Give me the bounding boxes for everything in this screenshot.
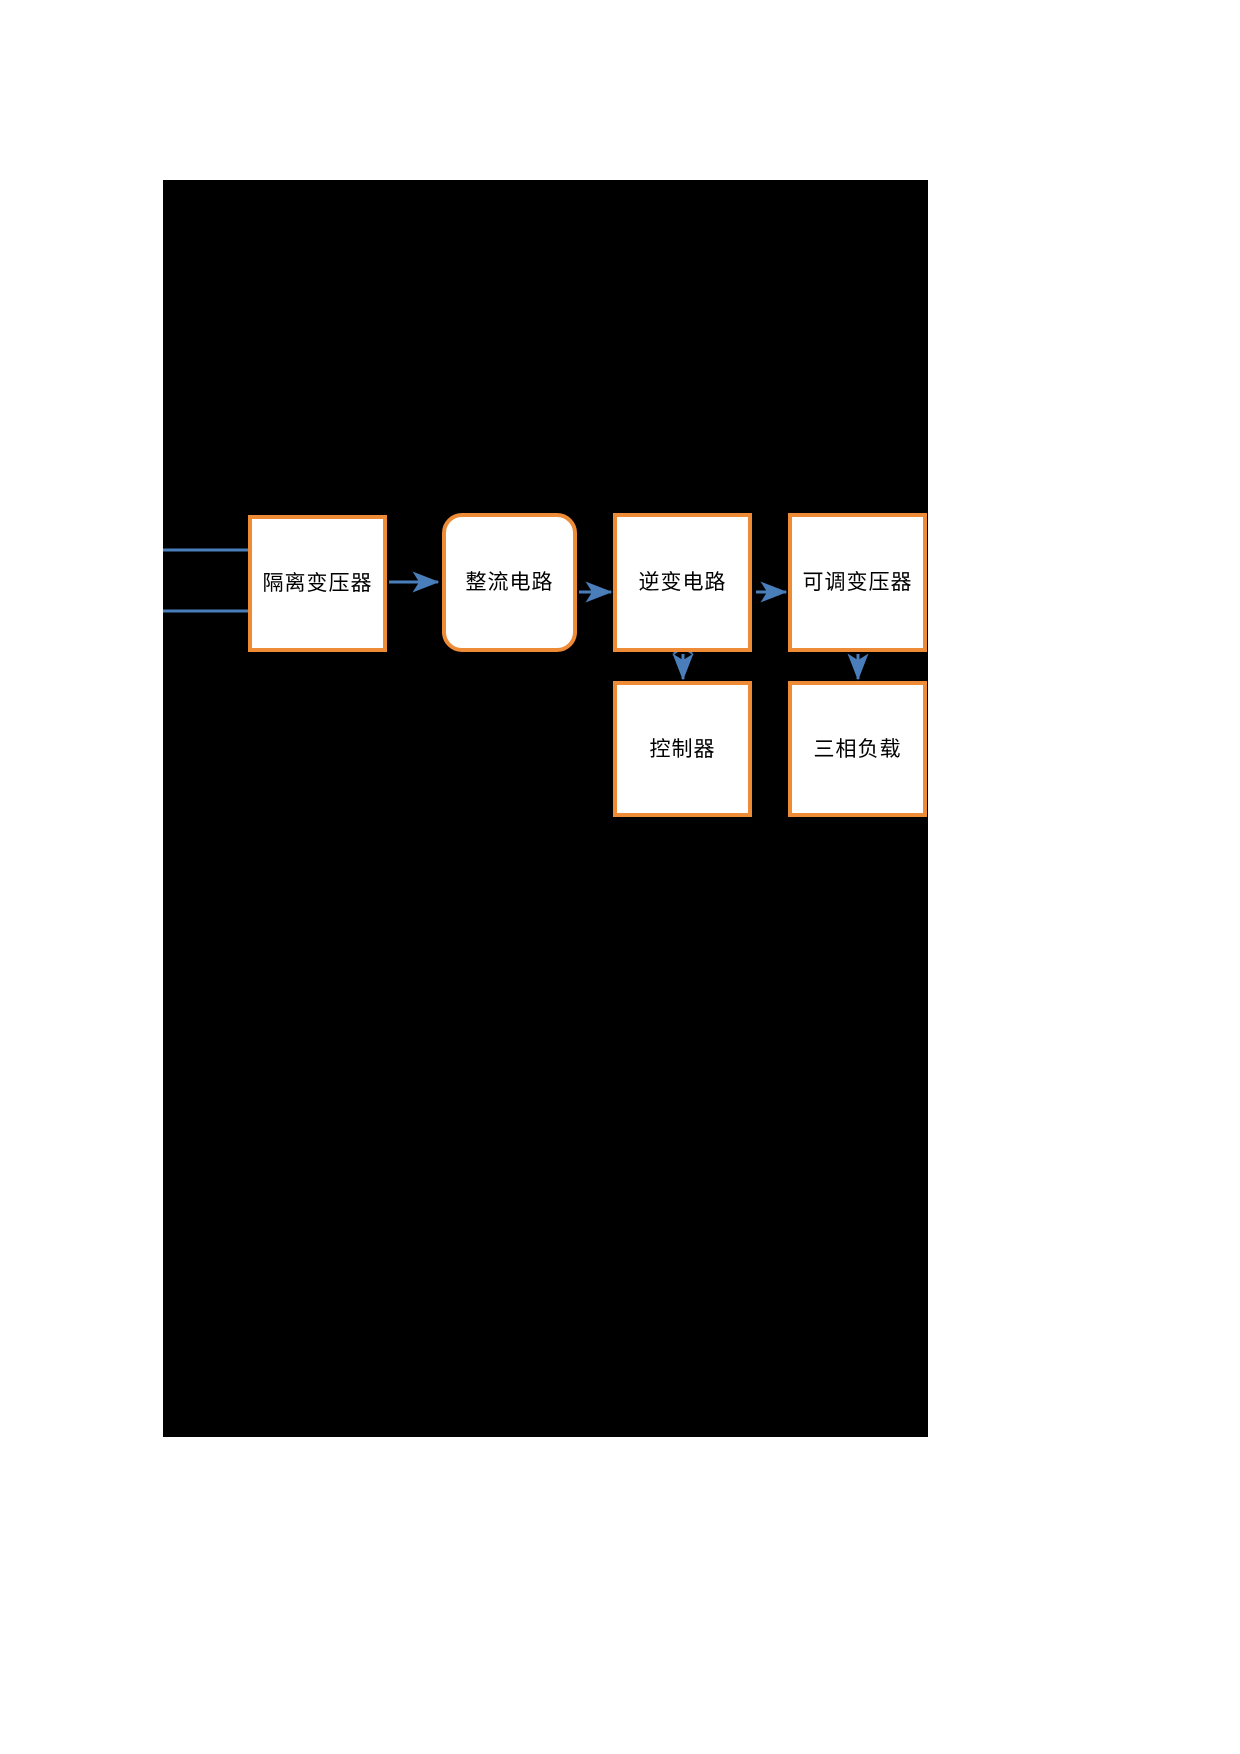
block-inverter[interactable]: 逆变电路 <box>613 513 752 652</box>
block-label-three-phase-load: 三相负载 <box>813 736 902 761</box>
block-label-rectifier: 整流电路 <box>465 570 554 594</box>
block-isolation-transformer[interactable]: 隔离变压器 <box>248 515 387 652</box>
block-label-adjustable-transformer: 可调变压器 <box>802 570 913 594</box>
block-three-phase-load[interactable]: 三相负载 <box>788 681 927 817</box>
block-label-isolation-transformer: 隔离变压器 <box>262 571 373 595</box>
block-rectifier[interactable]: 整流电路 <box>442 513 577 652</box>
block-label-inverter: 逆变电路 <box>638 570 727 594</box>
block-label-controller: 控制器 <box>649 736 716 761</box>
block-controller[interactable]: 控制器 <box>613 681 752 817</box>
block-adjustable-transformer[interactable]: 可调变压器 <box>788 513 927 652</box>
